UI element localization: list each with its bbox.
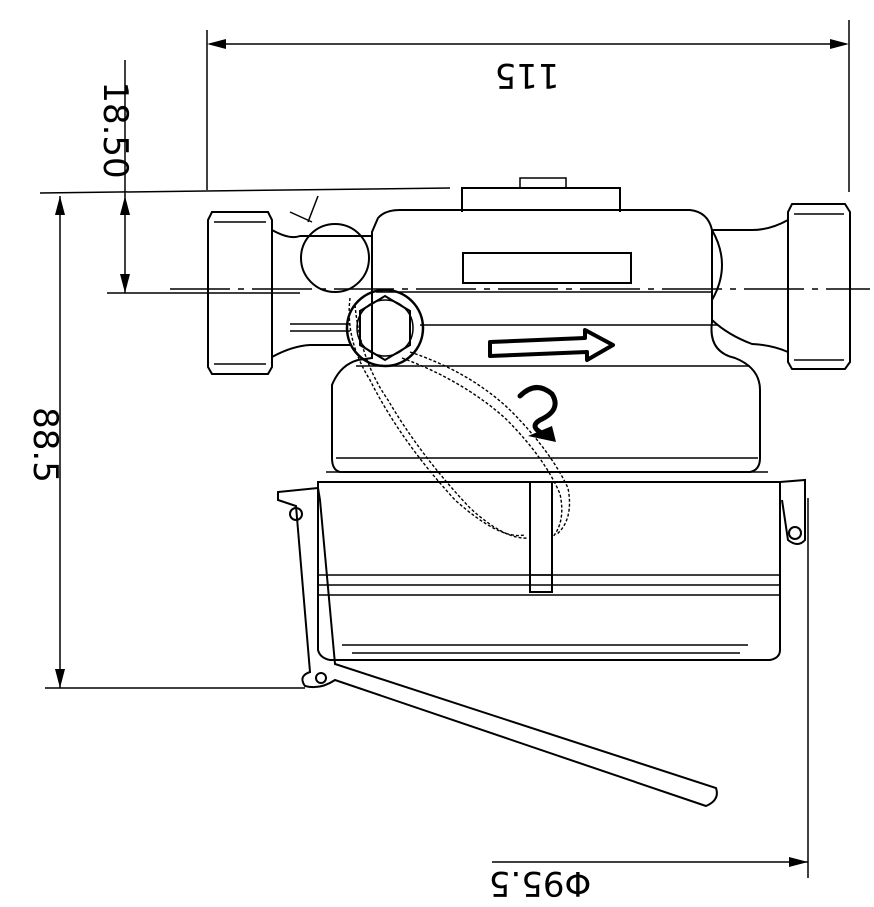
dim-label-88-5: 88.5 [25, 407, 65, 483]
dim-label-phi-95-5: Φ95.5 [489, 863, 591, 903]
seal-chain [348, 297, 571, 539]
dim-label-115: 115 [495, 55, 560, 95]
flow-direction-arrow-icon [488, 328, 615, 362]
inlet-connector [207, 211, 372, 375]
hex-plug [345, 288, 425, 368]
lid-handle [277, 478, 806, 808]
dim-label-18-50: 18.50 [95, 81, 135, 178]
dimension-inlet-offset: 18.50 [39, 60, 451, 294]
rotation-mark-icon [517, 385, 558, 442]
check-valve-ball [289, 195, 370, 293]
meter-body [317, 177, 781, 661]
dimension-lid-diameter: Φ95.5 [489, 498, 809, 903]
dimension-overall-length: 115 [206, 20, 850, 192]
dimension-overall-height: 88.5 [25, 196, 305, 689]
outlet-connector [711, 203, 851, 370]
